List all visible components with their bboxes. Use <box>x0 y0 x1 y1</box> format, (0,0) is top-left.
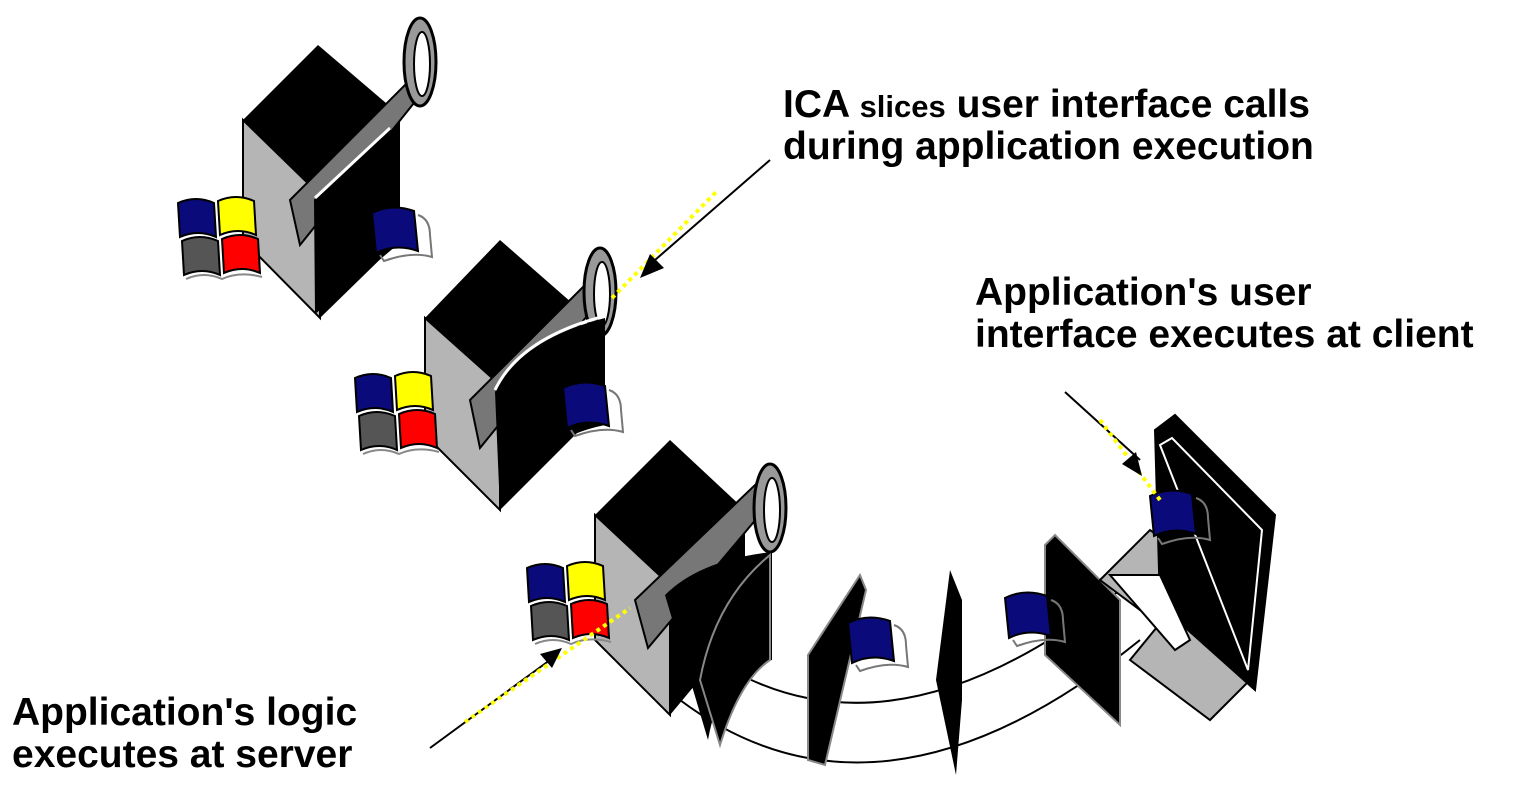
windows-flag-icon <box>177 196 263 280</box>
laptop-icon <box>1098 413 1277 722</box>
ui-slice-icon <box>698 552 771 749</box>
server-label-line1: Application's logic <box>12 691 358 734</box>
client-pointer <box>1064 391 1162 502</box>
ica-label-part3: user interface calls <box>945 83 1310 126</box>
ui-slice-icon <box>1004 533 1121 728</box>
server-pointer <box>429 606 632 749</box>
ica-label: ICA slices user interface calls during a… <box>783 83 1314 169</box>
client-label-line1: Application's user <box>975 271 1312 314</box>
ui-slice-icon <box>936 570 962 775</box>
client-label-line2: interface executes at client <box>975 313 1474 357</box>
ica-label-part1: ICA <box>783 83 860 126</box>
windows-flag-icon <box>354 371 440 455</box>
ica-label-line2: during application execution <box>783 125 1314 169</box>
ui-slice-icon <box>807 572 909 767</box>
ica-label-slices: slices <box>859 89 946 124</box>
client-label: Application's user interface executes at… <box>975 271 1474 357</box>
server-label: Application's logic executes at server <box>12 691 358 777</box>
ica-pointer <box>610 159 771 300</box>
scissors-icon <box>288 16 438 315</box>
server-label-line2: executes at server <box>12 733 353 777</box>
scissors-icon <box>468 246 618 510</box>
